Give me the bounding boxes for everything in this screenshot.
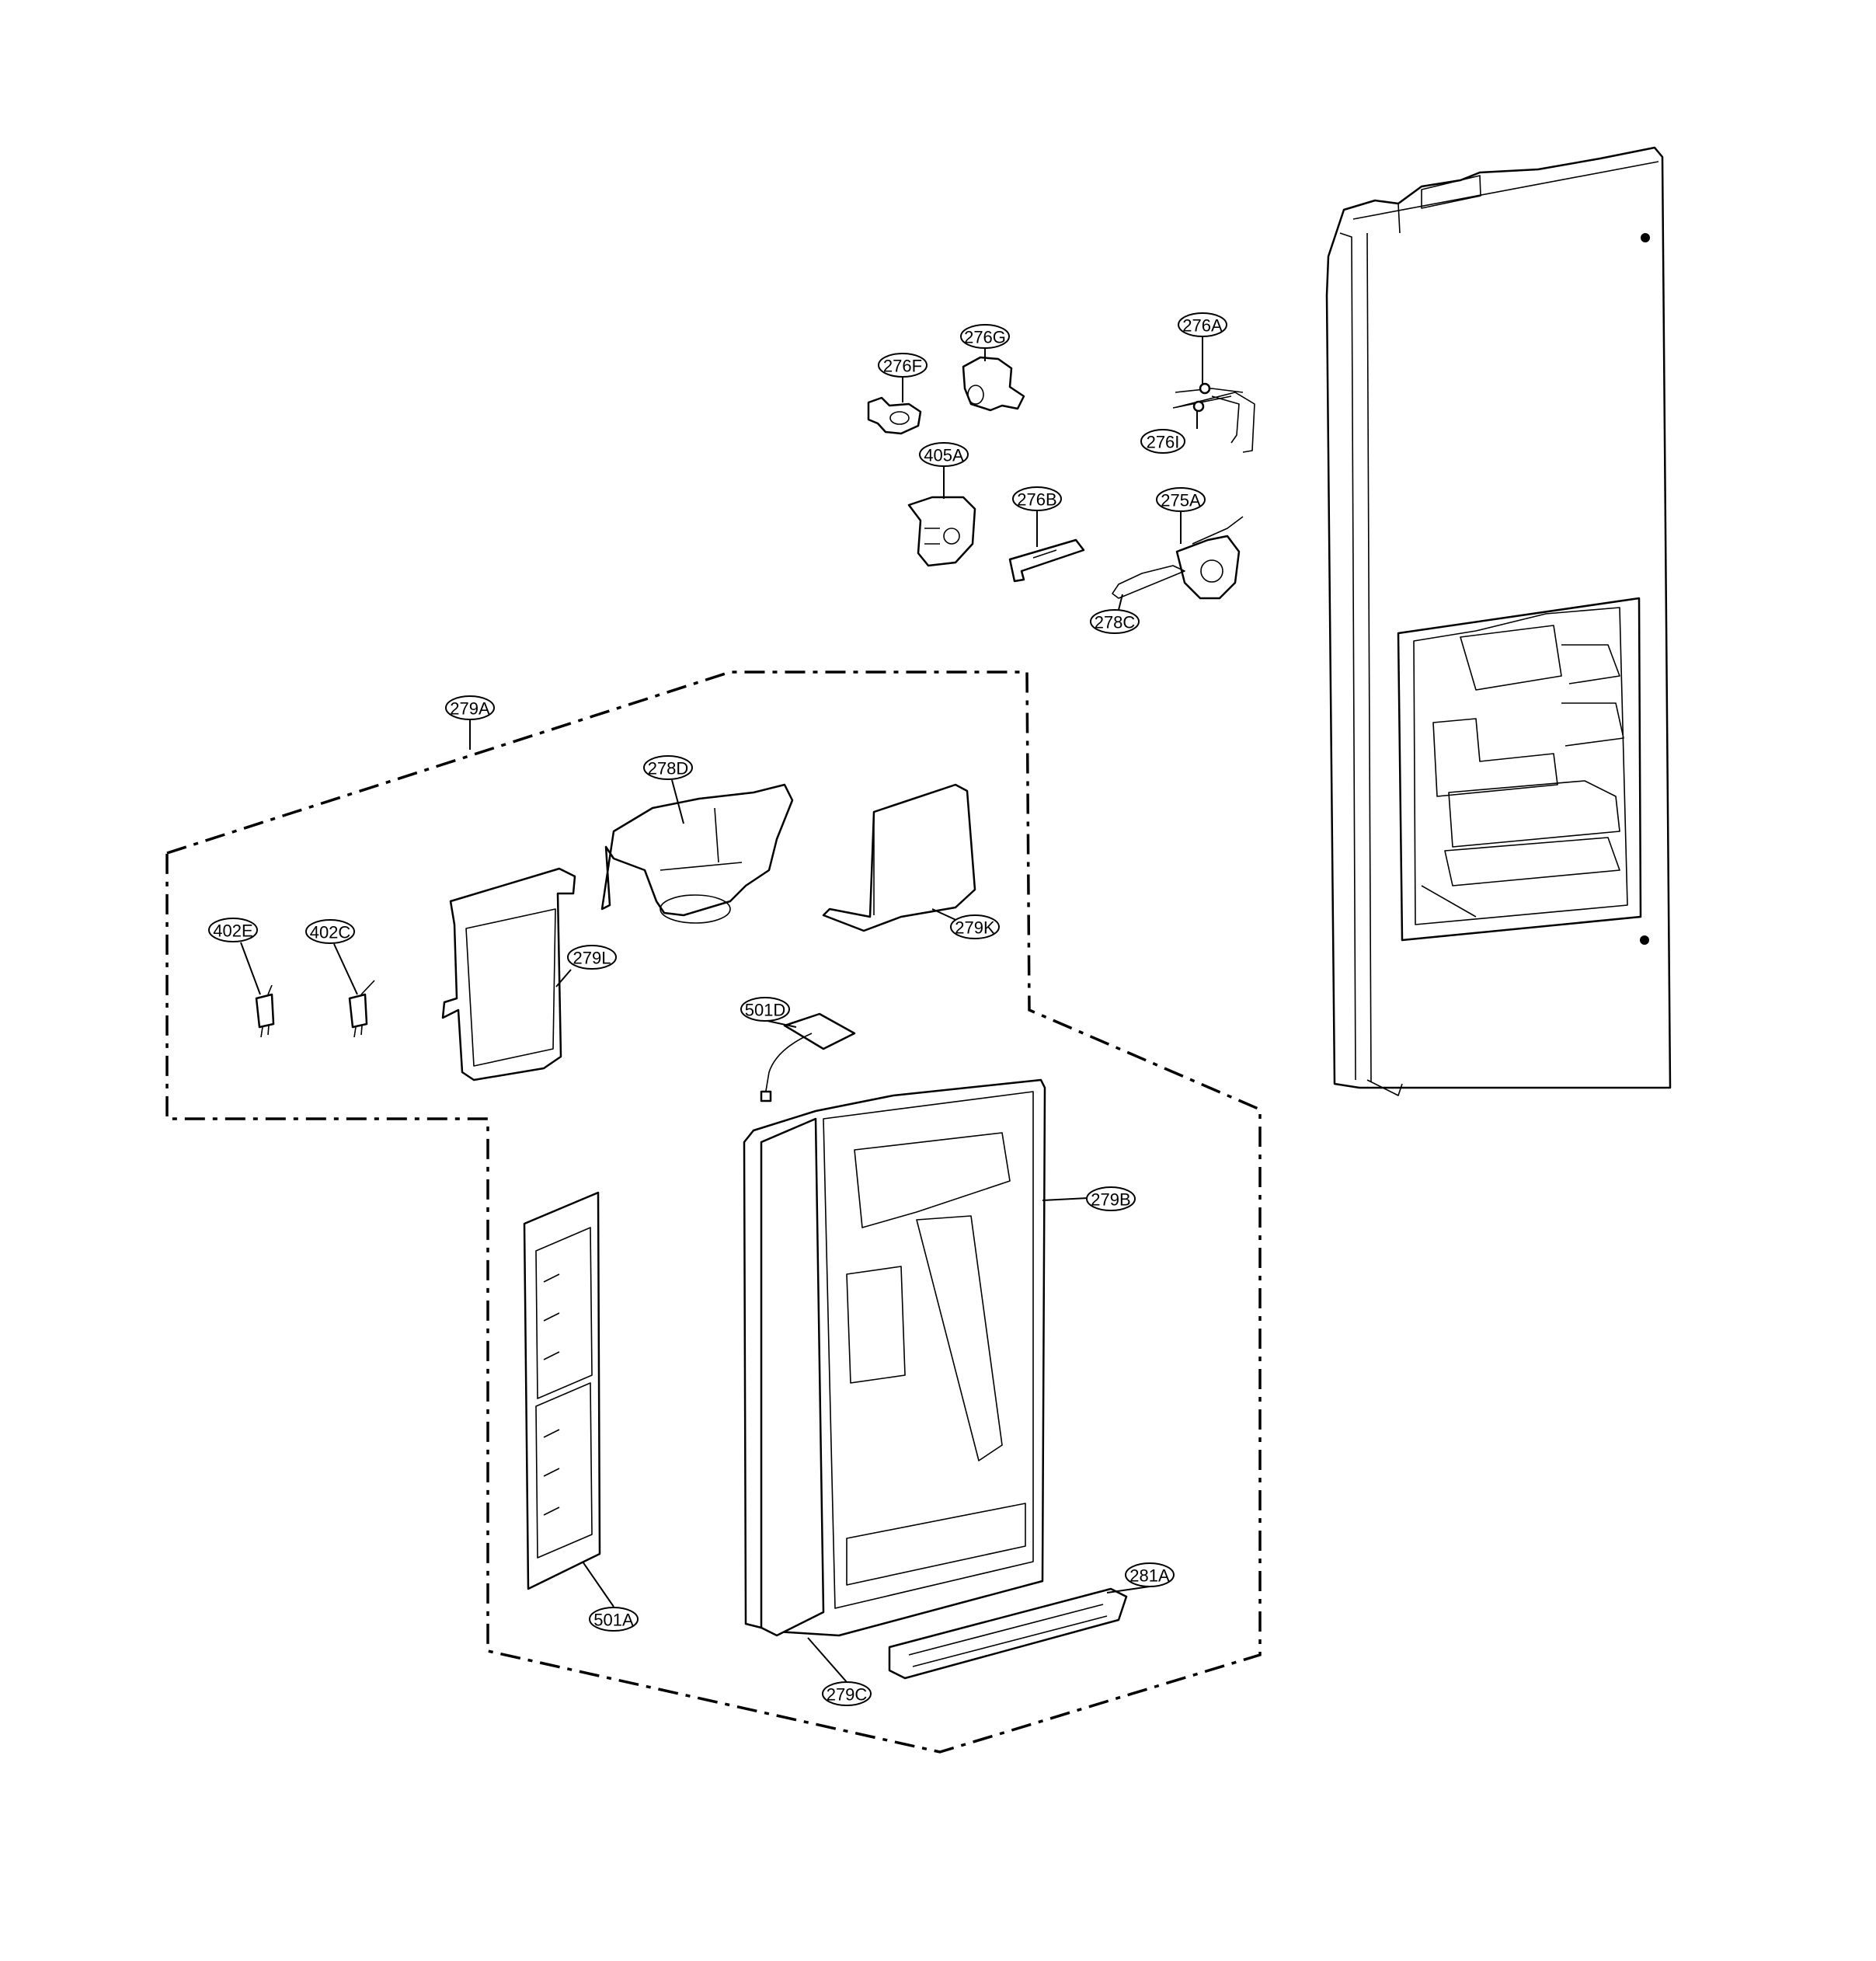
callout-501A: 501A [589,1607,639,1632]
callout-276I: 276I [1140,429,1185,454]
callout-276F: 276F [878,353,928,378]
label-279B: 279B [1091,1190,1130,1210]
label-279L: 279L [573,949,611,968]
label-279A: 279A [450,699,490,719]
callout-405A: 405A [919,442,969,467]
callout-276B: 276B [1012,486,1062,511]
callout-279K: 279K [950,914,1000,939]
callout-281A: 281A [1125,1562,1175,1587]
callout-279C: 279C [822,1681,872,1706]
label-281A: 281A [1129,1566,1170,1586]
label-402C: 402C [310,923,351,942]
part-402E-shape [255,984,275,1038]
callout-275A: 275A [1156,487,1206,512]
part-405A-shape [907,496,976,567]
part-501D-shape [760,1012,856,1102]
part-276F-shape [867,396,922,435]
callout-276G: 276G [960,324,1010,349]
label-276B: 276B [1017,490,1056,510]
label-278C: 278C [1095,613,1136,632]
callout-279L: 279L [567,945,617,970]
label-279K: 279K [955,918,995,938]
label-278D: 278D [648,759,689,778]
label-402E: 402E [213,921,252,941]
callout-279A: 279A [445,695,495,720]
part-276A-276I-shape [1172,382,1255,453]
callout-402E: 402E [208,918,258,942]
door-panel [1325,146,1672,1096]
leader-lines [240,336,1203,1683]
callout-501D: 501D [740,997,790,1022]
part-279L-shape [441,867,576,1082]
callout-278C: 278C [1090,609,1140,634]
label-276G: 276G [964,328,1006,347]
label-405A: 405A [924,446,964,465]
label-501D: 501D [745,1001,786,1020]
part-281A-shape [888,1587,1128,1680]
label-276I: 276I [1147,433,1180,452]
part-402C-shape [348,980,375,1038]
part-278D-shape [600,783,794,924]
part-501A-shape [523,1191,601,1590]
callout-276A: 276A [1178,312,1227,337]
callout-402C: 402C [305,919,355,944]
part-276G-shape [962,356,1025,412]
label-279C: 279C [827,1685,868,1705]
label-501A: 501A [593,1611,634,1630]
label-276F: 276F [883,357,922,376]
assembly-boundary [165,671,1262,1754]
part-279B-shape [743,1078,1046,1637]
part-276B-shape [1008,538,1085,583]
callout-278D: 278D [643,755,693,780]
part-275A-278C-shape [1112,516,1244,600]
label-275A: 275A [1161,491,1201,510]
label-276A: 276A [1182,316,1223,336]
part-279K-shape [822,783,976,932]
callout-279B: 279B [1086,1186,1136,1211]
